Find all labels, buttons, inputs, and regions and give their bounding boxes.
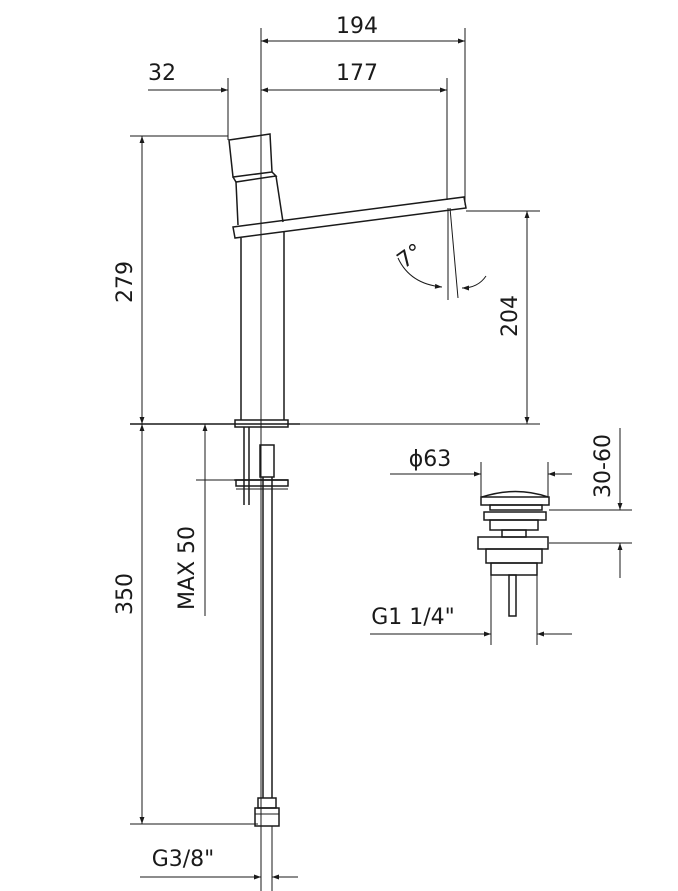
dimension-lines [130, 28, 632, 891]
dim-204: 204 [498, 295, 523, 337]
dim-279: 279 [113, 261, 138, 303]
dim-max-50: MAX 50 [175, 526, 200, 610]
waste-outline [477, 490, 550, 617]
dim-7-degrees: 7° [393, 239, 428, 274]
faucet-shank [234, 427, 289, 827]
dim-350: 350 [113, 573, 138, 615]
dim-g1-1-4: G1 1/4" [371, 605, 455, 630]
dim-diameter-63: ϕ63 [409, 447, 452, 472]
dim-32: 32 [148, 61, 176, 86]
faucet-outline [130, 133, 467, 428]
dim-177: 177 [336, 61, 378, 86]
dim-g3-8: G3/8" [152, 847, 215, 872]
dim-30-60: 30-60 [591, 434, 616, 498]
dim-194: 194 [336, 14, 378, 39]
